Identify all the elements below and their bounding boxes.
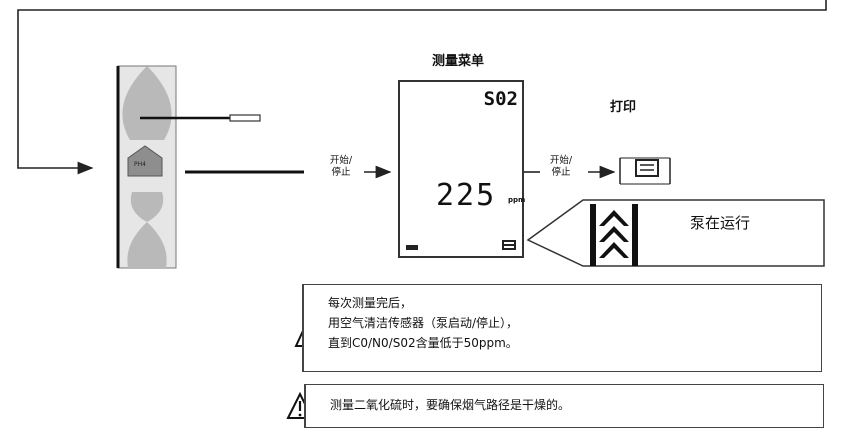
printer-icon — [619, 157, 671, 185]
menu-title: 测量菜单 — [432, 54, 485, 69]
note-box-2: 测量二氧化硫时，要确保烟气路径是干燥的。 — [304, 384, 824, 428]
return-line — [17, 0, 827, 175]
note-2-text: 测量二氧化硫时，要确保烟气路径是干燥的。 — [330, 398, 571, 412]
gas-type: S02 — [483, 88, 518, 110]
battery-icon — [406, 245, 418, 250]
print-label: 打印 — [610, 100, 637, 115]
note-1-line-2: 用空气清洁传感器（泵启动/停止）， — [328, 316, 519, 330]
probe-house-icon — [127, 145, 163, 177]
probe-shape-lower — [130, 192, 164, 222]
note-1-line-3: 直到C0/N0/S02含量低于50ppm。 — [328, 336, 518, 350]
probe-shape-upper — [122, 66, 172, 140]
probe-label: PH4 — [134, 161, 146, 168]
probe-shape-bottom — [127, 222, 167, 268]
note-box-1: 每次测量完后， 用空气清洁传感器（泵启动/停止）， 直到C0/N0/S02含量低… — [302, 284, 822, 372]
instrument-display: S02 225 ppm — [398, 80, 526, 258]
note-1-line-1: 每次测量完后， — [328, 296, 413, 310]
start-stop-label-1: 开始/停止 — [329, 155, 353, 178]
start-stop-label-2: 开始/停止 — [549, 155, 573, 178]
measurement-value: 225 — [436, 178, 497, 213]
measurement-unit: ppm — [508, 196, 526, 204]
pump-label: 泵在运行 — [690, 214, 751, 232]
pump-status-icon — [502, 240, 516, 250]
pump-callout — [526, 199, 825, 267]
pump-running-icon — [590, 204, 638, 266]
